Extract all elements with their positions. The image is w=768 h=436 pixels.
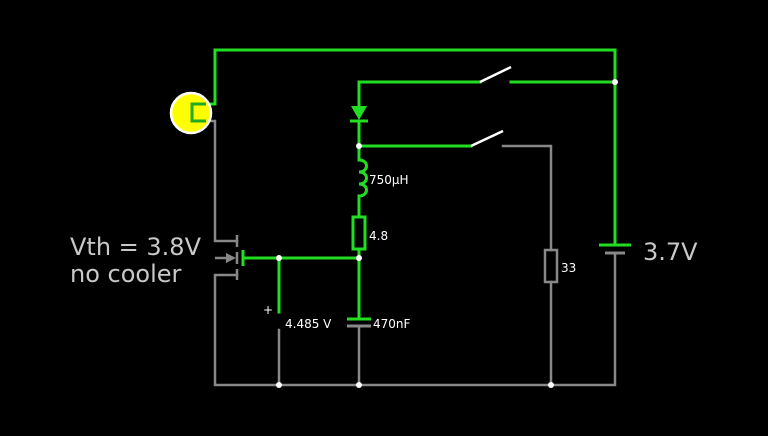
resistor-right-label: 33 [561, 261, 576, 275]
junction-dot [356, 382, 362, 388]
wire-source-to-ground[interactable] [213, 251, 617, 387]
resistor-series-label: 4.8 [369, 229, 388, 243]
resistor-series[interactable] [351, 215, 367, 251]
diode[interactable] [350, 106, 368, 123]
wire-top-loop[interactable] [204, 48, 617, 247]
junction-dot [356, 143, 362, 149]
inductor-label: 750µH [369, 173, 409, 187]
junction-dot [276, 382, 282, 388]
mosfet[interactable] [215, 235, 245, 280]
battery[interactable] [599, 243, 631, 255]
lamp[interactable] [169, 91, 213, 135]
resistor-right[interactable] [543, 248, 559, 284]
junction-dot [356, 255, 362, 261]
lamp-filament [190, 102, 206, 123]
dead-wires [204, 119, 617, 387]
capacitor-label: 470nF [373, 317, 411, 331]
junction-dot [548, 382, 554, 388]
wire-lamp-to-drain[interactable] [204, 119, 239, 243]
voltmeter-reading: 4.485 V [285, 317, 332, 331]
capacitor[interactable] [347, 317, 371, 328]
junction-dot [612, 79, 618, 85]
switch-bottom[interactable] [470, 129, 504, 148]
mosfet-arrow [226, 253, 236, 263]
annotation-threshold: Vth = 3.8V [70, 233, 202, 261]
live-wires [204, 48, 617, 320]
inductor[interactable] [358, 158, 368, 198]
wire-switch-bottom-to-resistor[interactable] [501, 144, 553, 252]
battery-label: 3.7V [643, 238, 698, 266]
annotation-cooler: no cooler [70, 260, 182, 288]
diode-triangle [351, 106, 367, 120]
voltmeter-plus-sign: + [263, 303, 273, 317]
junction-dots [276, 79, 618, 388]
switch-top[interactable] [479, 65, 512, 84]
junction-dot [276, 255, 282, 261]
